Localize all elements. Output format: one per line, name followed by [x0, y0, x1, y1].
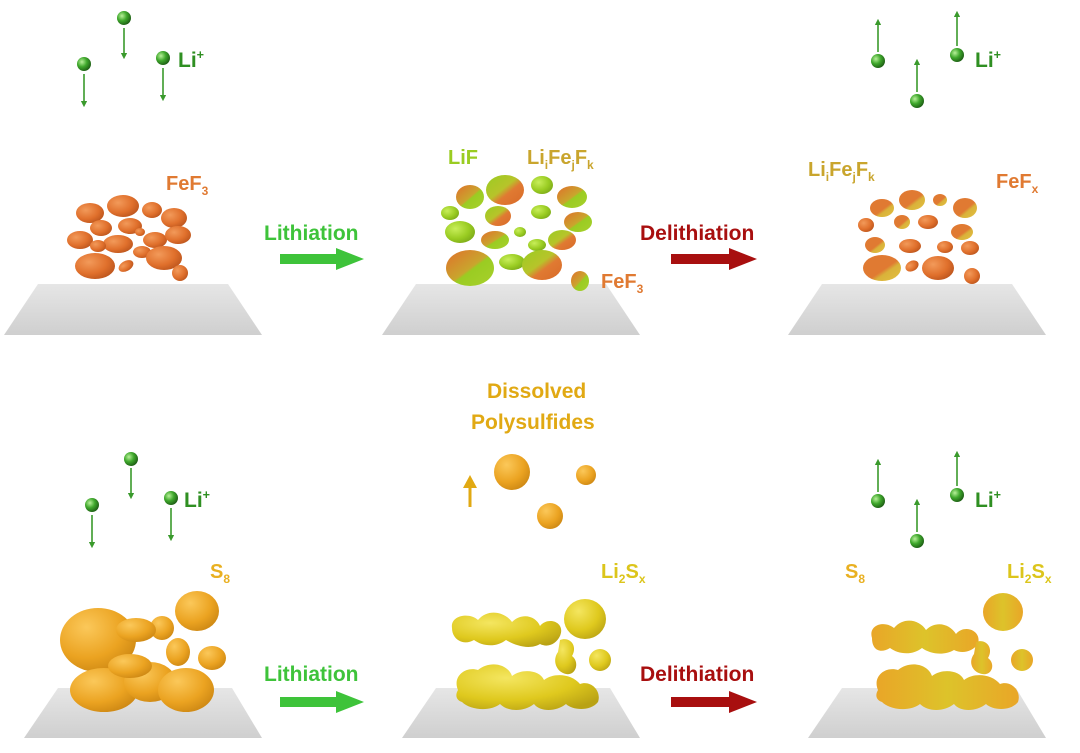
li-ion-sphere — [950, 48, 964, 62]
delithiation-label-top: Delithiation — [640, 222, 755, 245]
fef3-label-middle: FeF3 — [601, 271, 644, 296]
up-arrow-icon — [463, 475, 477, 507]
s8-label-left: S8 — [210, 561, 231, 586]
lif-particle-cluster — [441, 175, 592, 291]
polysulfide-spheres — [494, 454, 596, 529]
s8-blob-cluster — [60, 591, 226, 712]
li-ions-bottom-left — [85, 452, 178, 549]
lithiation-label-bottom: Lithiation — [264, 663, 359, 686]
li-ion-sphere — [124, 452, 138, 466]
lithiation-arrow-top — [280, 248, 364, 270]
lifef-label-middle: LiiFejFk — [527, 147, 594, 172]
li-ions-top-left — [77, 11, 170, 108]
li-ion-sphere — [117, 11, 131, 25]
fefx-label: FeFx — [996, 171, 1039, 196]
li-ion-sphere — [156, 51, 170, 65]
delithiation-arrow-bottom — [671, 691, 757, 713]
li-ions-bottom-right — [871, 450, 964, 548]
lithiation-label-top: Lithiation — [264, 222, 359, 245]
li2sx-label-right: Li2Sx — [1007, 561, 1052, 586]
s8-label-right: S8 — [845, 561, 866, 586]
s8-li2sx-mixed-cluster — [871, 593, 1033, 710]
li2sx-blob-cluster — [451, 599, 611, 710]
li-ion-sphere — [871, 54, 885, 68]
li-ion-sphere — [950, 488, 964, 502]
lithiation-arrow-bottom — [280, 691, 364, 713]
li-ion-sphere — [77, 57, 91, 71]
li-ions-top-right — [871, 10, 964, 108]
li-ion-label-top-right: Li+ — [975, 48, 1002, 72]
li-ion-label-top-left: Li+ — [178, 48, 205, 72]
lifef-label-right: LiiFejFk — [808, 159, 875, 184]
delithiation-arrow-top — [671, 248, 757, 270]
dissolved-polysulfides-line2: Polysulfides — [471, 411, 595, 434]
li-ion-sphere — [910, 94, 924, 108]
li-ion-sphere — [910, 534, 924, 548]
li-ion-sphere — [871, 494, 885, 508]
substrate-top-middle — [382, 284, 640, 335]
li-ion-sphere — [164, 491, 178, 505]
delithiation-label-bottom: Delithiation — [640, 663, 755, 686]
fefx-particle-cluster — [858, 190, 980, 284]
fef3-particle-cluster — [67, 195, 191, 281]
li-ion-label-bottom-left: Li+ — [184, 488, 211, 512]
substrate-top-left — [4, 284, 262, 335]
substrate-top-right — [788, 284, 1046, 335]
li-ion-label-bottom-right: Li+ — [975, 488, 1002, 512]
li-ion-sphere — [85, 498, 99, 512]
dissolved-polysulfides-line1: Dissolved — [487, 380, 587, 403]
fef3-label-left: FeF3 — [166, 173, 209, 198]
lif-label: LiF — [448, 147, 478, 169]
li2sx-label-middle: Li2Sx — [601, 561, 646, 586]
